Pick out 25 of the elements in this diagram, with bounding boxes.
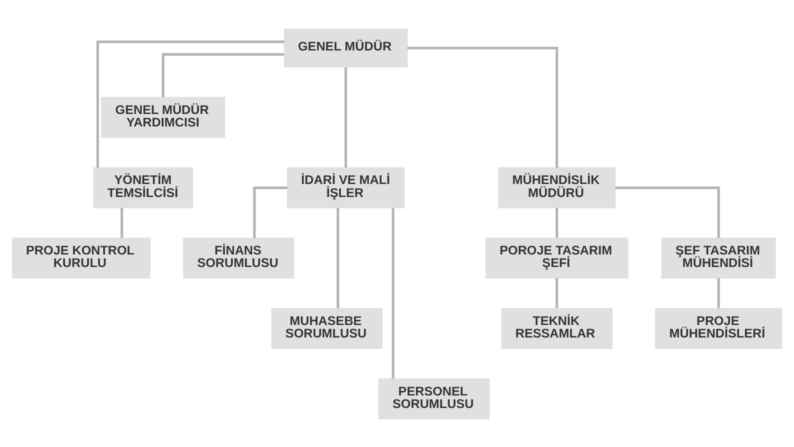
connector bbox=[407, 46, 558, 168]
node-box: GENEL MÜDÜR bbox=[284, 28, 408, 68]
node-box: POROJE TASARIM ŞEFİ bbox=[485, 237, 628, 278]
connector bbox=[344, 66, 348, 168]
connector bbox=[615, 186, 720, 238]
node-box: GENEL MÜDÜR YARDIMCISI bbox=[101, 96, 226, 138]
connector bbox=[392, 208, 394, 378]
node-box: MÜHENDİSLİK MÜDÜRÜ bbox=[498, 166, 616, 208]
node-box: İDARİ VE MALİ İŞLER bbox=[287, 166, 405, 208]
node-box: ŞEF TASARIM MÜHENDİSİ bbox=[661, 237, 776, 278]
node-box: FİNANS SORUMLUSU bbox=[183, 237, 294, 278]
connector bbox=[96, 40, 284, 168]
node-box: TEKNİK RESSAMLAR bbox=[501, 308, 613, 348]
node-box: YÖNETİM TEMSİLCİSİ bbox=[93, 166, 194, 208]
connector bbox=[717, 278, 720, 308]
connector bbox=[162, 52, 284, 97]
connector bbox=[120, 207, 124, 238]
node-box: MUHASEBE SORUMLUSU bbox=[271, 308, 383, 348]
node-box: PROJE KONTROL KURULU bbox=[12, 237, 150, 278]
connector bbox=[253, 186, 288, 238]
node-box: PERSONEL SORUMLUSU bbox=[378, 378, 490, 419]
connector bbox=[556, 278, 558, 308]
connector bbox=[336, 207, 340, 308]
connector bbox=[556, 207, 558, 238]
node-box: PROJE MÜHENDİSLERİ bbox=[655, 308, 782, 348]
